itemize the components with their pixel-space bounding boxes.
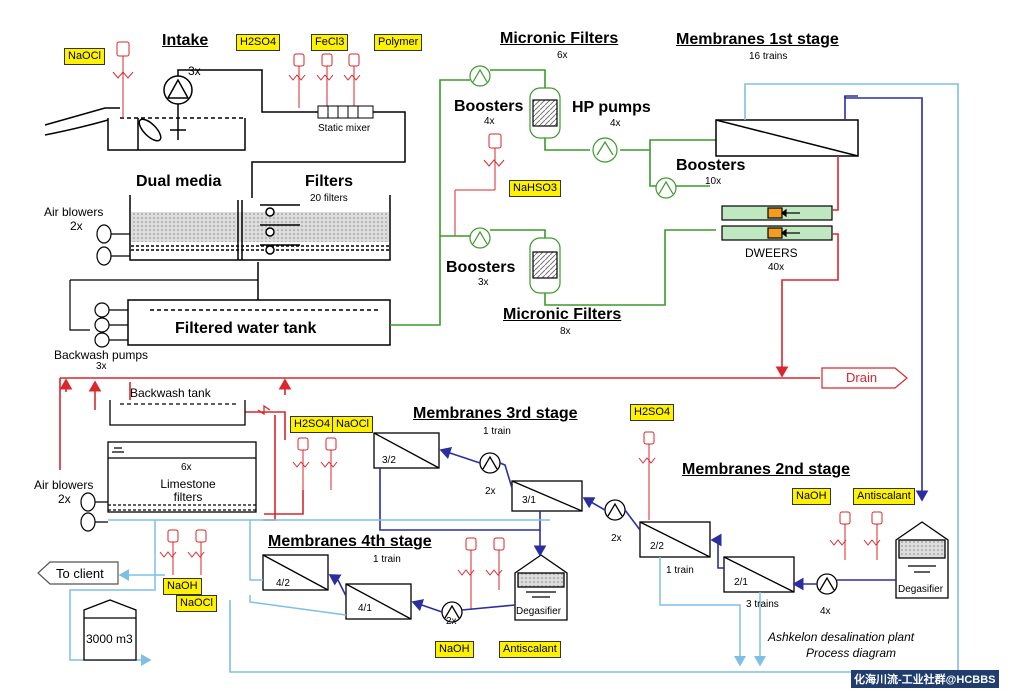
module-3-1: 3/1 <box>522 495 536 506</box>
membrane-modules <box>262 432 795 620</box>
membranes-1st-stage <box>715 119 859 157</box>
chem-naocl-lime: NaOCl <box>332 416 374 433</box>
filtered-water-tank <box>127 262 391 346</box>
backwash-tank-label: Backwash tank <box>130 386 211 400</box>
air-blowers-count: 2x <box>70 219 83 233</box>
permeate-lines <box>69 519 766 667</box>
module-2-1: 2/1 <box>734 577 748 588</box>
boosters-top-count: 4x <box>484 116 495 127</box>
chem-nahso3: NaHSO3 <box>509 180 562 197</box>
micronic-bottom-title: Micronic Filters <box>503 306 622 323</box>
membranes-1-title: Membranes 1st stage <box>676 31 839 48</box>
hp-pumps-count: 4x <box>610 118 621 129</box>
chem-fecl3: FeCl3 <box>311 34 349 51</box>
blue-lines <box>328 446 896 613</box>
module-2-2: 2/2 <box>650 541 664 552</box>
intake-pump <box>163 69 318 140</box>
boosters-erd-count: 10x <box>705 176 722 187</box>
green-equipment <box>469 65 677 294</box>
degasifier-1-label: Degasifier <box>898 584 944 595</box>
dweers <box>721 205 833 241</box>
membranes-3-title: Membranes 3rd stage <box>413 405 578 422</box>
drain-label: Drain <box>846 370 878 385</box>
chem-naocl-client: NaOCl <box>176 595 218 612</box>
limestone-label: Limestone filters <box>160 477 216 504</box>
intake-basin <box>44 107 246 151</box>
module-4-2: 4/2 <box>276 578 290 589</box>
lp-pumps <box>441 452 838 623</box>
intake-count: 3x <box>188 64 201 78</box>
chem-h2so4-stage2: H2SO4 <box>630 404 675 421</box>
drain-arrow <box>821 367 908 389</box>
storage-tank <box>83 599 137 661</box>
air-blowers-bottom <box>80 492 108 532</box>
pump-4-count: 2x <box>446 616 457 627</box>
membranes-4-title: Membranes 4th stage <box>268 533 432 550</box>
dual-media-filters <box>129 195 391 261</box>
watermark: 化海川流-工业社群@HCBBS <box>851 670 999 688</box>
backwash-pumps-label: Backwash pumps <box>54 348 149 362</box>
chem-naoh-stage4: NaOH <box>435 641 474 658</box>
membranes-2-title: Membranes 2nd stage <box>682 461 851 478</box>
static-mixer <box>251 105 406 198</box>
boosters-bottom-label: Boosters <box>446 259 516 276</box>
chem-h2so4-lime: H2SO4 <box>290 416 335 433</box>
membranes-3-trains: 1 train <box>483 426 511 437</box>
intake-title: Intake <box>162 32 209 49</box>
micronic-top-title: Micronic Filters <box>500 30 619 47</box>
chem-naoh-client: NaOH <box>163 578 202 595</box>
boosters-bottom-count: 3x <box>478 277 489 288</box>
micronic-bottom-count: 8x <box>560 326 571 337</box>
pump-3-count: 2x <box>485 486 496 497</box>
storage-label: 3000 m3 <box>86 632 133 646</box>
green-feed-lines <box>390 69 716 326</box>
caption-line-1: Ashkelon desalination plant <box>768 630 915 644</box>
chem-antiscalant-stage4: Antiscalant <box>499 641 561 658</box>
air-blowers-top <box>96 224 130 266</box>
backwash-tank <box>109 400 271 426</box>
to-client-arrow <box>37 561 119 585</box>
backwash-pumps-count: 3x <box>96 361 107 372</box>
limestone-filters <box>107 441 257 513</box>
filters-title: Filters <box>305 173 354 190</box>
filtered-tank-label: Filtered water tank <box>175 320 317 337</box>
membranes-4-trains: 1 train <box>373 554 401 565</box>
boosters-erd-label: Boosters <box>676 157 746 174</box>
membranes-1-trains: 16 trains <box>749 51 788 62</box>
chem-naocl-intake: NaOCl <box>64 48 106 65</box>
degasifier-2-label: Degasifier <box>516 606 562 617</box>
micronic-top-count: 6x <box>557 50 568 61</box>
first-stage-lines <box>229 83 959 673</box>
air-blowers-2-count: 2x <box>58 492 71 506</box>
filters-count: 20 filters <box>310 193 348 204</box>
dual-media-title: Dual media <box>136 173 222 190</box>
module-2-1-trains: 3 trains <box>746 599 779 610</box>
air-blowers-2-label: Air blowers <box>34 478 94 492</box>
degasifiers <box>514 521 949 621</box>
backwash-pumps <box>69 279 258 348</box>
chemical-dosing-stations <box>112 41 883 610</box>
limestone-count: 6x <box>181 462 192 473</box>
to-client-label: To client <box>56 566 104 581</box>
chem-naoh-stage2: NaOH <box>792 488 831 505</box>
module-4-1: 4/1 <box>358 603 372 614</box>
air-blowers-label: Air blowers <box>44 205 104 219</box>
chem-polymer: Polymer <box>374 34 423 51</box>
chem-antiscalant-stage2: Antiscalant <box>853 488 915 505</box>
pump-2a-count: 2x <box>611 533 622 544</box>
hp-pumps-label: HP pumps <box>572 99 651 116</box>
pump-2b-count: 4x <box>820 606 831 617</box>
caption-line-2: Process diagram <box>806 646 897 660</box>
module-2-2-trains: 1 train <box>666 565 694 576</box>
dweers-label: DWEERS <box>745 246 798 260</box>
boosters-top-label: Boosters <box>454 98 524 115</box>
dweers-count: 40x <box>768 262 785 273</box>
static-mixer-label: Static mixer <box>318 123 371 134</box>
chem-h2so4-top: H2SO4 <box>236 34 281 51</box>
module-3-2: 3/2 <box>382 455 396 466</box>
